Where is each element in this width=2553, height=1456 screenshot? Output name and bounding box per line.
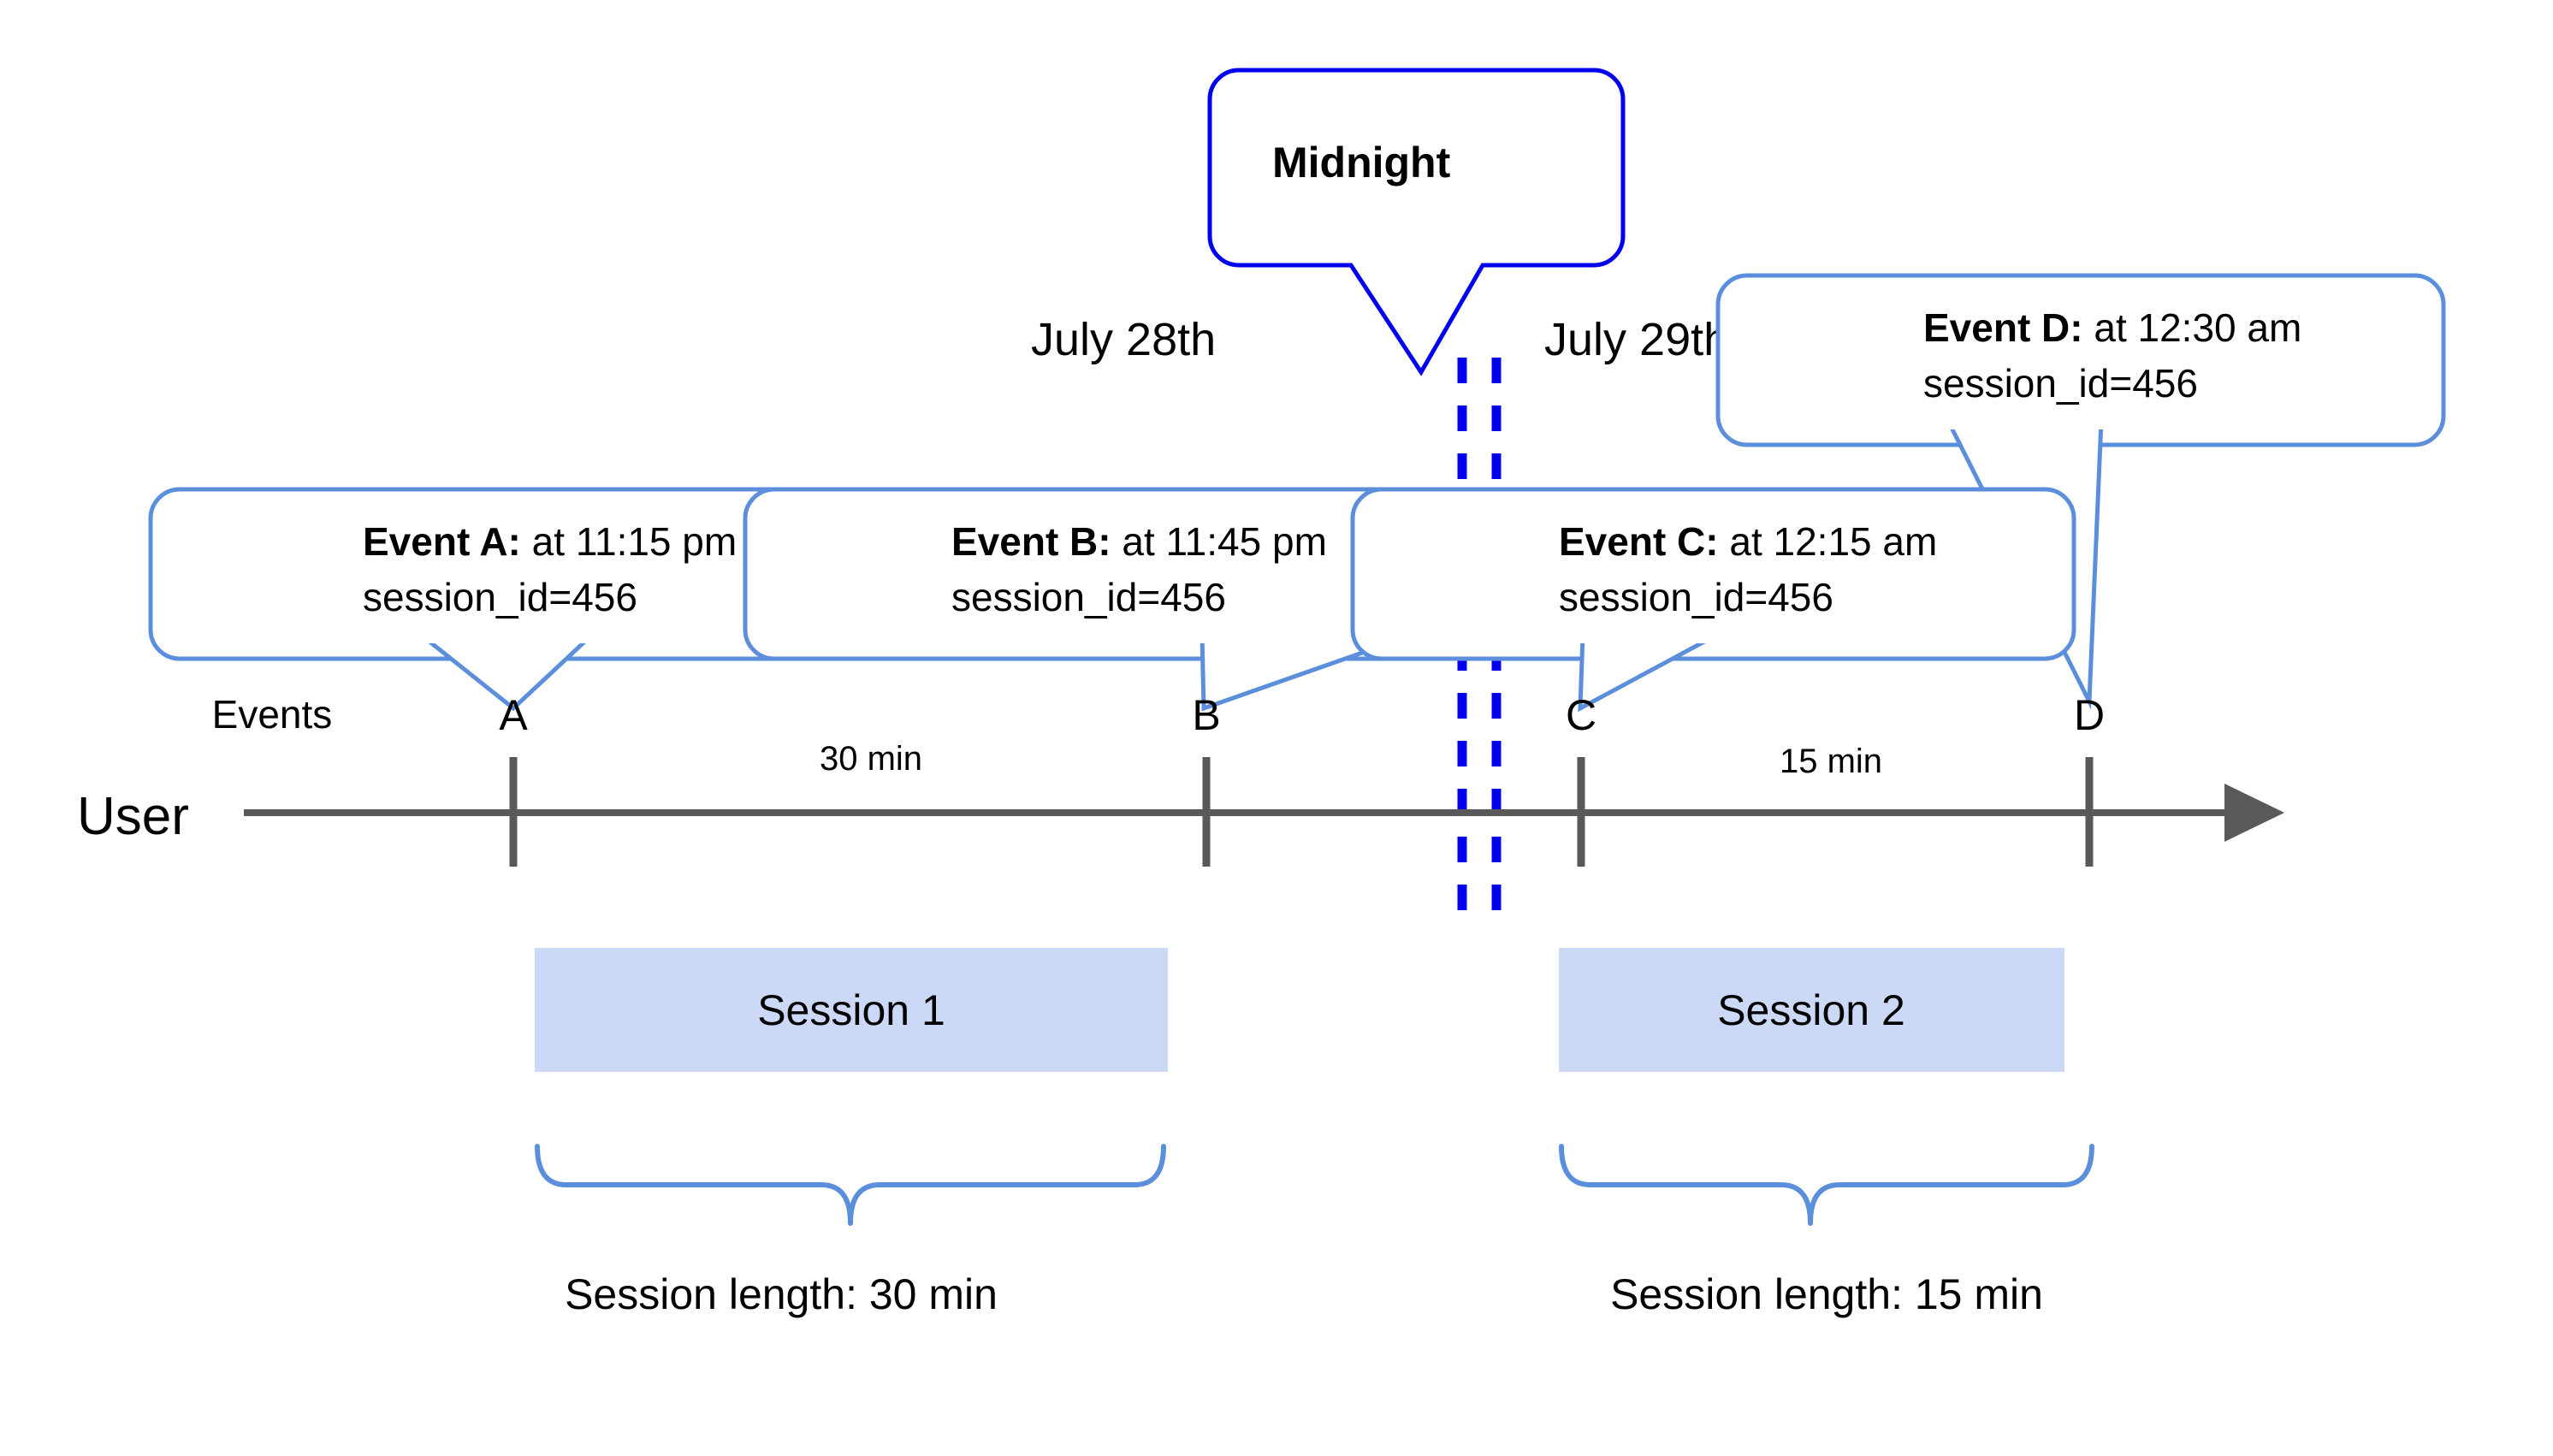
timeline-arrow-icon: [2224, 784, 2284, 842]
event-callout-c-box: [1350, 487, 2076, 661]
event-callout-a-bold: Event A:: [363, 519, 521, 564]
event-callout-c: Event C: at 12:15 am session_id=456: [1350, 487, 2076, 713]
midnight-callout-shape: [1207, 68, 1626, 376]
lane-label-user: User: [77, 787, 189, 846]
event-callout-a: Event A: at 11:15 pm session_id=456: [148, 487, 879, 712]
event-callout-b-rest: at 11:45 pm: [1111, 519, 1327, 564]
timeline-axis: [244, 757, 2284, 867]
event-callout-b: Event B: at 11:45 pm session_id=456: [743, 487, 1473, 712]
event-callout-c-line1: Event C: at 12:15 am: [1559, 519, 1937, 564]
event-callout-b-tail-mask: [924, 624, 1437, 643]
event-callout-c-tail: [1578, 632, 1719, 713]
session-brace-2: [1559, 1144, 2094, 1226]
event-callout-c-line2: session_id=456: [1559, 575, 1833, 619]
event-tick-label-c: C: [1566, 691, 1596, 739]
session-block-1: Session 1: [535, 948, 1168, 1072]
event-callout-c-rest: at 12:15 am: [1719, 519, 1938, 564]
event-tick-label-a: A: [499, 691, 528, 739]
event-callout-b-line2: session_id=456: [951, 575, 1226, 619]
session-length-label-1: Session length: 30 min: [565, 1270, 998, 1318]
session-length-label-2: Session length: 15 min: [1610, 1270, 2043, 1318]
event-callout-a-line1: Event A: at 11:15 pm: [363, 519, 737, 564]
event-callout-a-tail-mask: [329, 624, 843, 643]
event-callout-d-line2: session_id=456: [1923, 361, 2198, 405]
event-callout-a-rest: at 11:15 pm: [521, 519, 737, 564]
event-callout-d-rest: at 12:30 am: [2083, 305, 2302, 350]
event-callout-b-bold: Event B:: [951, 519, 1111, 564]
event-callout-b-line1: Event B: at 11:45 pm: [951, 519, 1327, 564]
session-brace-1: [535, 1144, 1166, 1226]
event-callout-a-line2: session_id=456: [363, 575, 637, 619]
session-box-1: [535, 948, 1168, 1072]
session-block-2: Session 2: [1559, 948, 2064, 1072]
event-tick-label-d: D: [2074, 691, 2105, 739]
duration-label-2: 15 min: [1780, 743, 1882, 780]
session-box-2: [1559, 948, 2064, 1072]
event-callout-d-line1: Event D: at 12:30 am: [1923, 305, 2301, 350]
session-label-1: Session 1: [757, 986, 945, 1034]
lane-label-events: Events: [212, 692, 333, 737]
session-label-2: Session 2: [1717, 986, 1905, 1034]
midnight-callout: Midnight: [1207, 68, 1626, 376]
event-callout-d-bold: Event D:: [1923, 305, 2083, 350]
event-callout-d-tail-mask: [1895, 411, 2408, 429]
duration-label-1: 30 min: [820, 740, 922, 778]
event-callout-c-tail-mask: [1531, 624, 2045, 643]
event-callout-c-bold: Event C:: [1559, 519, 1719, 564]
date-label-left: July 28th: [1031, 314, 1216, 365]
midnight-label: Midnight: [1272, 139, 1451, 186]
date-label-right: July 29th: [1544, 314, 1729, 365]
event-tick-label-b: B: [1192, 691, 1220, 739]
